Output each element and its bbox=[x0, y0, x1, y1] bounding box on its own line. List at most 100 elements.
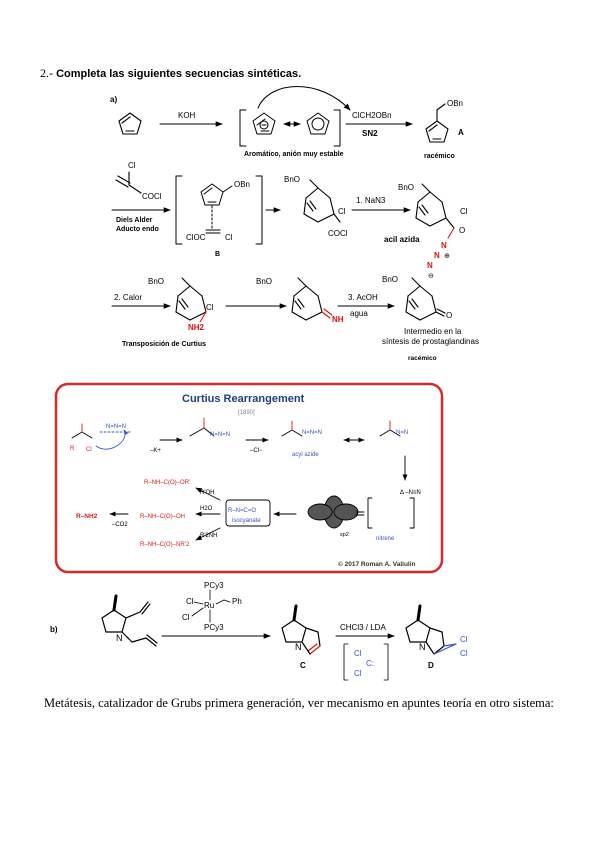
curtius-panel-title: Curtius Rearrangement bbox=[182, 393, 305, 405]
curtius-copyright: © 2017 Roman A. Valiulin bbox=[338, 560, 416, 568]
product-a-structure bbox=[425, 103, 449, 143]
curtius-bno: BnO bbox=[148, 277, 164, 286]
b-cloc: ClOC bbox=[186, 233, 206, 242]
imine-nh: NH bbox=[332, 315, 344, 324]
imine-bno: BnO bbox=[256, 277, 272, 286]
svg-text:N=N=N: N=N=N bbox=[210, 432, 230, 438]
exercise-number: 2.- bbox=[40, 66, 53, 80]
curtius-product-structure bbox=[175, 277, 207, 323]
curtius-cl: Cl bbox=[206, 303, 214, 312]
curtius-loss-cl: –Cl− bbox=[250, 448, 263, 454]
part-a-label: a) bbox=[110, 95, 117, 104]
product-d-cl2: Cl bbox=[460, 649, 468, 658]
azide-cl: Cl bbox=[460, 207, 468, 216]
cat-pcy3-top: PCy3 bbox=[204, 581, 224, 590]
curtius-panel-year: [1890] bbox=[238, 410, 255, 416]
curtius-label: Transposición de Curtius bbox=[122, 341, 206, 348]
exercise-heading: 2.- Completa las siguientes secuencias s… bbox=[40, 66, 301, 81]
product-a-obn: OBn bbox=[447, 99, 463, 108]
reagent-cocl: COCl bbox=[142, 192, 162, 201]
curtius-r2nh: R'2NH bbox=[200, 533, 217, 539]
svg-text:R: R bbox=[70, 446, 75, 452]
curtius-amine: R–NH2 bbox=[76, 513, 98, 520]
ketone-racemic: racémico bbox=[408, 355, 437, 362]
curtius-isocyanate-formula: R–N=C=O bbox=[228, 508, 256, 514]
svg-text:N=N=N: N=N=N bbox=[106, 424, 126, 430]
product-c-structure bbox=[281, 604, 321, 655]
cat-ph: Ph bbox=[232, 597, 242, 606]
svg-text:N=N: N=N bbox=[396, 430, 408, 436]
curtius-loss-co2: –CO2 bbox=[112, 522, 128, 528]
metathesis-note: Metátesis, catalizador de Grubs primera … bbox=[44, 696, 554, 710]
reagent-sn2: SN2 bbox=[362, 129, 378, 138]
product-c-label: C bbox=[300, 661, 306, 670]
ketone-structure bbox=[405, 277, 446, 321]
azide-n3: N bbox=[427, 261, 433, 270]
b-cl: Cl bbox=[225, 233, 233, 242]
carbene-cl1: Cl bbox=[354, 649, 362, 658]
svg-text:N=N=N: N=N=N bbox=[302, 430, 322, 436]
bicyclic-cocl: COCl bbox=[328, 229, 348, 238]
cat-cl2: Cl bbox=[182, 613, 190, 622]
azide-o: O bbox=[459, 226, 465, 235]
bicyclic-cl: Cl bbox=[338, 207, 346, 216]
reagent-nan3: 1. NaN3 bbox=[356, 196, 386, 205]
curtius-h2o: H2O bbox=[200, 506, 213, 512]
azide-n1: N bbox=[441, 241, 447, 250]
reagent-agua: agua bbox=[350, 309, 368, 318]
reagent-acoh: 3. AcOH bbox=[348, 293, 378, 302]
azide-n2: N bbox=[434, 251, 440, 260]
bicyclic-bno: BnO bbox=[284, 175, 300, 184]
svg-text:R–NH–C(O)–NR'2: R–NH–C(O)–NR'2 bbox=[140, 542, 190, 548]
exercise-title: Completa las siguientes secuencias sinté… bbox=[56, 68, 302, 80]
curtius-isocyanate: isocyanate bbox=[232, 518, 261, 524]
cat-pcy3-bottom: PCy3 bbox=[204, 623, 224, 632]
intermedio-line2: síntesis de prostaglandinas bbox=[382, 337, 479, 346]
ketone-o: O bbox=[446, 311, 452, 320]
chloroacryloyl-structure bbox=[115, 171, 142, 194]
cat-ru: Ru bbox=[204, 601, 214, 610]
curtius-rearrangement-panel: Curtius Rearrangement [1890] bbox=[54, 382, 444, 574]
curtius-nh2: NH2 bbox=[188, 323, 205, 332]
aducto-endo-label: Aducto endo bbox=[116, 226, 159, 233]
carbene-cl2: Cl bbox=[354, 669, 362, 678]
curtius-roh: R'OH bbox=[200, 490, 214, 496]
part-b-n1: N bbox=[116, 633, 123, 643]
b-obn: OBn bbox=[234, 180, 250, 189]
intermediate-b-structure bbox=[175, 175, 263, 245]
azide-bno: BnO bbox=[398, 183, 414, 192]
svg-text:R–NH–C(O)–OR': R–NH–C(O)–OR' bbox=[144, 480, 190, 486]
product-d-structure bbox=[405, 604, 457, 655]
bracket-caption: Aromático, anión muy estable bbox=[244, 151, 344, 158]
acil-azida-label: acil azida bbox=[384, 235, 420, 244]
product-d-cl1: Cl bbox=[460, 635, 468, 644]
acyl-azide-structure bbox=[415, 183, 455, 239]
anion-bracket bbox=[239, 86, 351, 147]
curtius-nitrene: nitrene bbox=[376, 536, 395, 542]
part-b-n2: N bbox=[295, 642, 302, 652]
azide-minus: ⊖ bbox=[428, 273, 434, 280]
reagent-clch2obn: ClCH2OBn bbox=[352, 111, 392, 120]
reagent-calor: 2. Calor bbox=[114, 293, 142, 302]
product-d-label: D bbox=[428, 661, 434, 670]
part-b-label: b) bbox=[50, 625, 58, 634]
reagent-chcl3-lda: CHCl3 / LDA bbox=[340, 623, 386, 632]
curtius-loss-n2: Δ –N≡N bbox=[400, 490, 421, 496]
reagent-koh: KOH bbox=[178, 111, 196, 120]
curtius-sp2: sp2 bbox=[340, 532, 349, 538]
curtius-loss-k: –K+ bbox=[150, 448, 161, 454]
bicyclic-cocl-structure bbox=[303, 179, 341, 223]
product-a-racemic: racémico bbox=[424, 153, 455, 160]
cat-cl1: Cl bbox=[186, 597, 194, 606]
ketone-bno: BnO bbox=[382, 275, 398, 284]
b-label: B bbox=[215, 251, 220, 258]
product-a-label: A bbox=[458, 128, 464, 137]
svg-text:Cl: Cl bbox=[86, 447, 92, 453]
reagent-cl: Cl bbox=[128, 161, 136, 170]
intermedio-line1: Intermedio en la bbox=[404, 327, 462, 336]
carbene-c: C: bbox=[366, 659, 374, 668]
diene-amine-structure bbox=[101, 594, 158, 647]
svg-text:R–NH–C(O)–OH: R–NH–C(O)–OH bbox=[140, 514, 185, 520]
